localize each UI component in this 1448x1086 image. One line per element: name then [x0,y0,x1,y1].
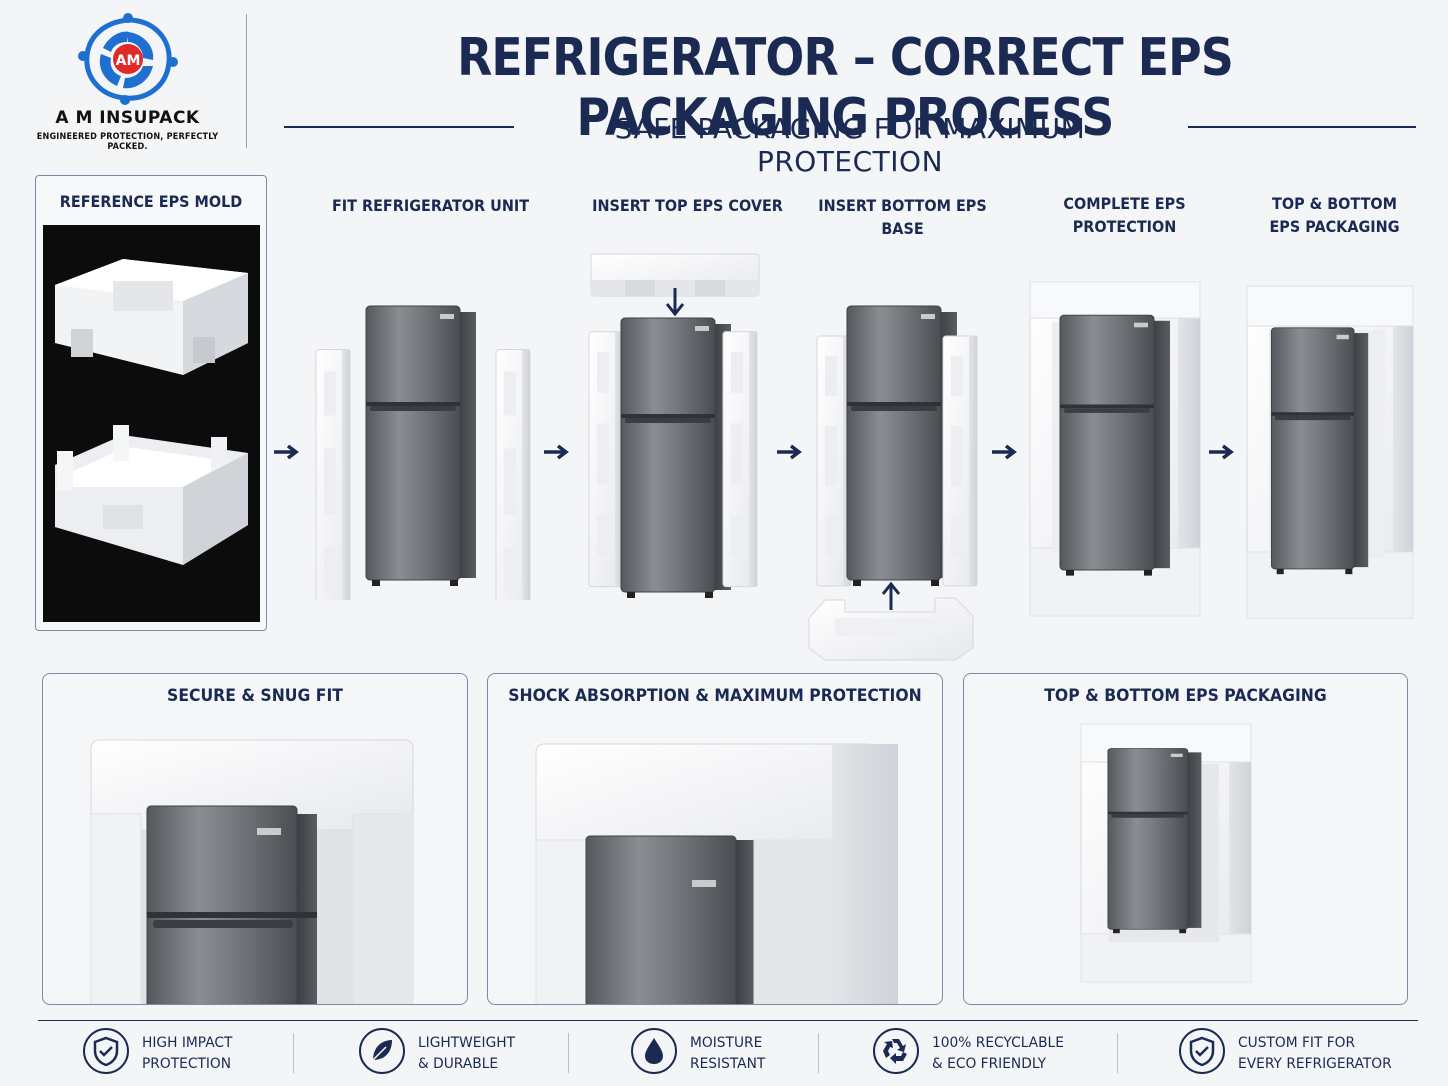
feature-text: LIGHTWEIGHT & DURABLE [418,1033,515,1075]
step-label-5: COMPLETE EPS PROTECTION [1023,192,1226,238]
step-label-1: REFERENCE EPS MOLD [59,192,243,211]
step-reference-eps-mold: REFERENCE EPS MOLD [35,175,267,631]
feature-lightweight: LIGHTWEIGHT & DURABLE [358,1027,558,1079]
feature-moisture: MOISTURE RESISTANT [630,1027,810,1079]
header-divider [246,14,247,148]
feature-line1: LIGHTWEIGHT [418,1035,516,1051]
step-label-5-line1: COMPLETE EPS [1063,194,1186,213]
panel-title-1: SECURE & SNUG FIT [167,686,343,706]
feature-line1: MOISTURE [690,1035,763,1051]
feature-separator [818,1033,819,1073]
feature-recyclable: 100% RECYCLABLE & ECO FRIENDLY [872,1027,1102,1079]
features-divider [38,1020,1418,1021]
shield-check-icon [1179,1028,1225,1074]
shield-check-icon [83,1028,129,1074]
step-label-2: FIT REFRIGERATOR UNIT [331,196,530,215]
feature-line1: 100% RECYCLABLE [932,1035,1064,1051]
feature-line2: & ECO FRIENDLY [932,1056,1047,1072]
step-label-5-line2: PROTECTION [1072,217,1177,236]
water-drop-icon [631,1028,677,1074]
feature-separator [293,1033,294,1073]
feature-line1: HIGH IMPACT [142,1035,233,1051]
panel-title-2: SHOCK ABSORPTION & MAXIMUM PROTECTION [508,686,922,706]
step-label-3: INSERT TOP EPS COVER [592,196,783,215]
step-top-cover-illustration [588,253,760,599]
brand-tagline: ENGINEERED PROTECTION, PERFECTLY PACKED. [36,132,219,152]
feature-text: MOISTURE RESISTANT [690,1033,765,1075]
step-label-4: INSERT BOTTOM EPS BASE [801,194,1004,240]
page-subtitle: SAFE PACKAGING FOR MAXIMUM PROTECTION [614,112,1086,178]
step-label-4-line2: BASE [881,219,924,238]
panel-secure-snug-fit: SECURE & SNUG FIT [42,673,468,1005]
subtitle-rule-right [1188,126,1416,128]
feature-high-impact: HIGH IMPACT PROTECTION [82,1027,282,1079]
step-label-6: TOP & BOTTOM EPS PACKAGING [1233,192,1436,238]
step-bottom-base-illustration [808,305,978,661]
step-label-6-line1: TOP & BOTTOM [1272,194,1397,213]
feature-custom-fit: CUSTOM FIT FOR EVERY REFRIGERATOR [1178,1027,1408,1079]
feature-line2: PROTECTION [142,1056,232,1072]
arrow-right-icon [777,444,802,460]
panel-title-3: TOP & BOTTOM EPS PACKAGING [1044,686,1327,706]
feature-line2: RESISTANT [690,1056,766,1072]
subtitle-rule-left [284,126,514,128]
panel-top-bottom-packaging: TOP & BOTTOM EPS PACKAGING [963,673,1408,1005]
page-title: REFRIGERATOR – CORRECT EPS PACKAGING PRO… [457,28,1234,148]
top-bottom-packaging-image [1080,723,1252,983]
step-complete-protection-illustration [1029,281,1201,617]
panel-shock-absorption: SHOCK ABSORPTION & MAXIMUM PROTECTION [487,673,943,1005]
arrow-right-icon [992,444,1017,460]
logo-text: AM [115,53,140,69]
header: AM A M INSUPACK ENGINEERED PROTECTION, P… [0,0,1448,178]
arrow-right-icon [544,444,569,460]
step-fit-refrigerator-illustration [315,305,531,600]
feature-separator [1117,1033,1118,1073]
feature-text: 100% RECYCLABLE & ECO FRIENDLY [932,1033,1064,1075]
step-top-bottom-packaging-illustration [1246,285,1414,619]
arrow-right-icon [1209,444,1234,460]
feature-separator [568,1033,569,1073]
feature-text: CUSTOM FIT FOR EVERY REFRIGERATOR [1238,1033,1392,1075]
shock-absorption-closeup-image [535,743,898,1004]
brand-name: A M INSUPACK [55,108,200,128]
step-label-4-line1: INSERT BOTTOM EPS [818,196,987,215]
feature-line2: & DURABLE [418,1056,499,1072]
leaf-icon [359,1028,405,1074]
feature-line1: CUSTOM FIT FOR [1238,1035,1356,1051]
recycle-icon [873,1028,919,1074]
brand-logo: AM A M INSUPACK ENGINEERED PROTECTION, P… [20,10,235,152]
swirl-logo-icon: AM [77,13,178,105]
secure-fit-closeup-image [90,739,414,1004]
feature-text: HIGH IMPACT PROTECTION [142,1033,232,1075]
arrow-right-icon [274,444,299,460]
step-label-6-line2: EPS PACKAGING [1269,217,1400,236]
feature-line2: EVERY REFRIGERATOR [1238,1056,1392,1072]
eps-mold-photo [43,225,260,622]
